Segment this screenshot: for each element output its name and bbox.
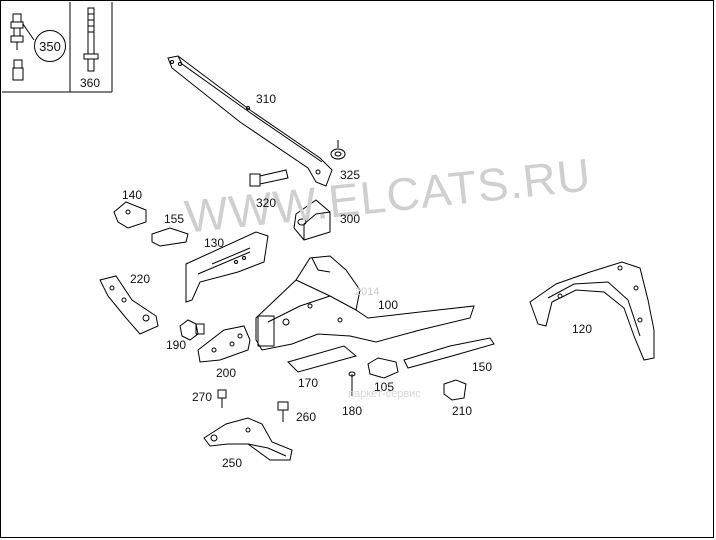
watermark-year: 2014 [355,286,380,298]
callout-320[interactable]: 320 [256,196,277,210]
callout-270[interactable]: 270 [192,390,213,404]
callout-190[interactable]: 190 [166,338,187,352]
callout-310[interactable]: 310 [256,92,277,106]
callout-150[interactable]: 150 [472,360,493,374]
callout-300[interactable]: 300 [340,212,361,226]
part-130-rail [185,231,269,303]
callout-200[interactable]: 200 [216,366,237,380]
callout-100[interactable]: 100 [378,298,399,312]
part-100-frame [255,255,475,351]
callout-120[interactable]: 120 [572,322,593,336]
part-105-clip [367,357,399,379]
part-140-clip [113,201,147,229]
callout-105[interactable]: 105 [374,380,395,394]
part-120-fender [529,261,655,361]
part-260-screw [277,401,289,422]
callout-250[interactable]: 250 [222,456,243,470]
callout-360[interactable]: 360 [80,76,101,90]
part-270-screw [217,389,227,408]
watermark-subtext: паркет-сервис [348,388,421,400]
callout-140[interactable]: 140 [122,188,143,202]
part-300-bracket [293,199,331,241]
callout-170[interactable]: 170 [298,376,319,390]
stud-icon [10,13,35,81]
part-155-clip [151,227,189,247]
part-220-plate [99,275,159,335]
part-150-strip [403,337,495,369]
callout-130[interactable]: 130 [204,236,225,250]
part-310-member [167,55,333,187]
part-325-nut [330,140,346,160]
part-180-pin [348,371,356,396]
part-190-plug [179,319,205,341]
callout-155[interactable]: 155 [164,212,185,226]
callout-350[interactable]: 350 [34,30,66,62]
part-210-cap [443,379,467,401]
part-170-plate [287,345,358,373]
part-250-arm [203,417,293,461]
long-bolt-icon [83,7,99,72]
callout-220[interactable]: 220 [130,272,151,286]
callout-260[interactable]: 260 [296,410,317,424]
callout-180[interactable]: 180 [342,404,363,418]
callout-325[interactable]: 325 [340,168,361,182]
callout-210[interactable]: 210 [452,404,473,418]
part-320-bolt [249,169,289,187]
legend-box [2,2,113,93]
part-200-bracket [197,325,251,363]
